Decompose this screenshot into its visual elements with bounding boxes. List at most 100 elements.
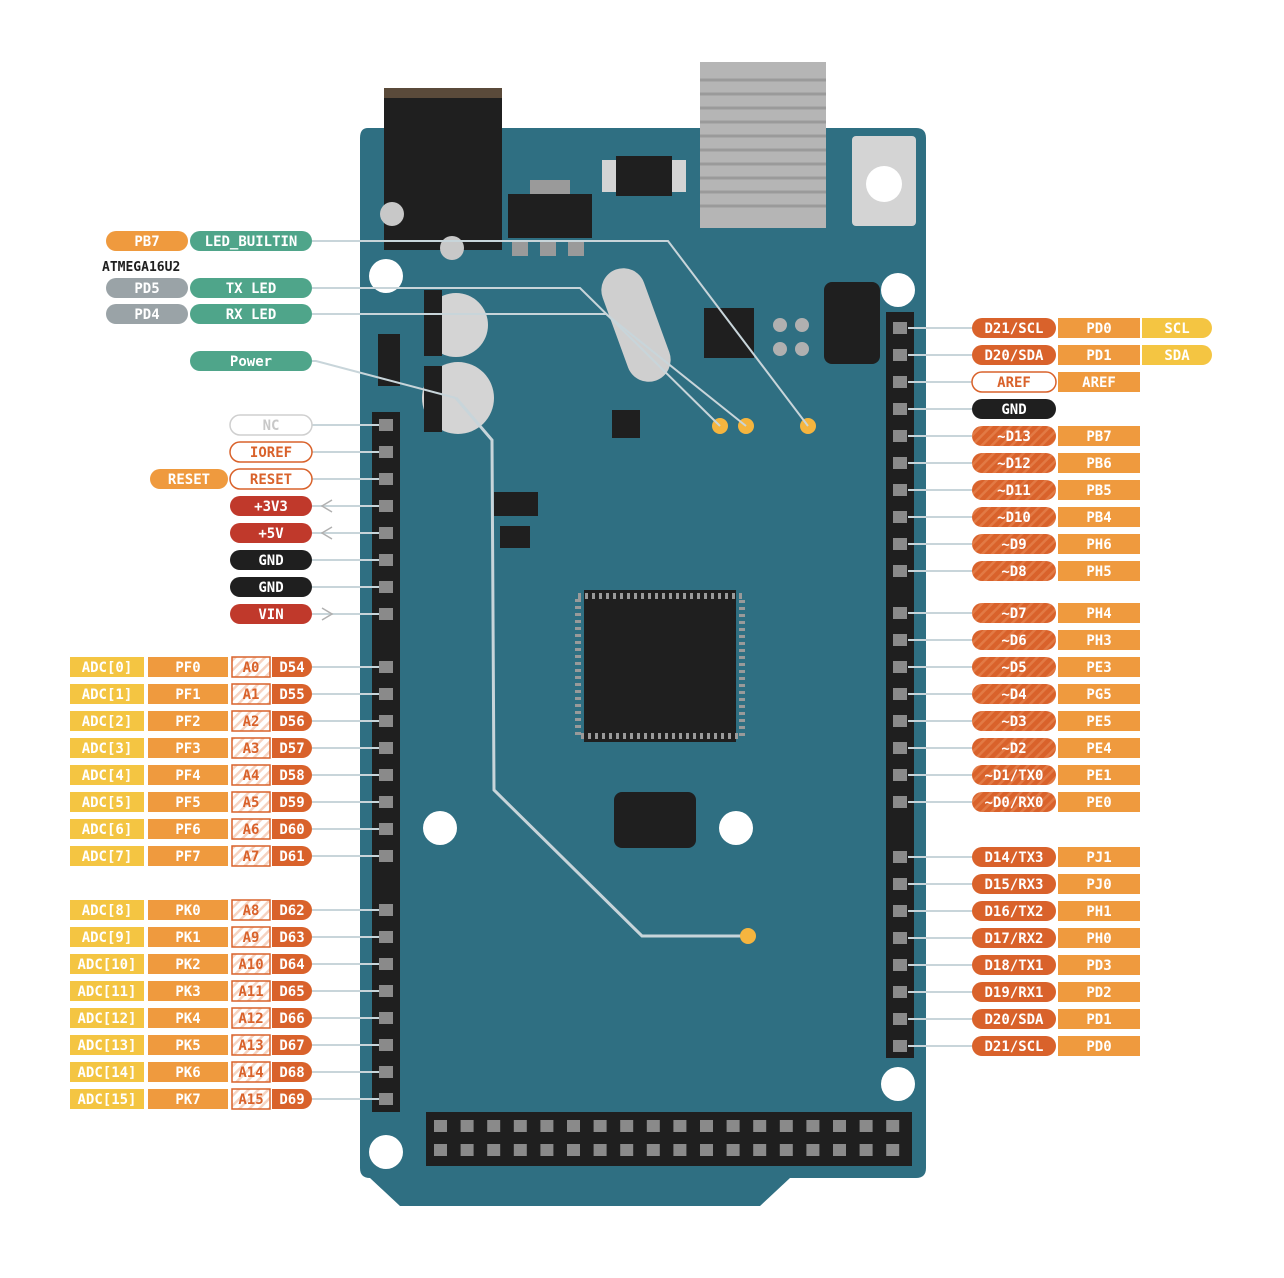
header-pin <box>673 1120 687 1132</box>
analog-pin-a10-analog: A10 <box>231 953 271 975</box>
header-pin <box>379 823 393 835</box>
right-pin-d13-port-bg <box>1058 426 1140 446</box>
analog-pin-a1-adc-text: ADC[1] <box>82 687 133 703</box>
analog-pin-a2-digital-text: D56 <box>279 714 304 730</box>
analog-pin-a12-adc: ADC[12] <box>70 1008 144 1028</box>
right-pin-d6-text: ~D6 <box>1001 633 1026 649</box>
power-trace <box>454 397 748 938</box>
header-pin <box>646 1144 660 1156</box>
analog-pin-a13-analog-text: A13 <box>238 1038 263 1054</box>
right-pin-d4-bg <box>972 684 1056 704</box>
analog-pin-a15-digital: D69 <box>272 1089 312 1109</box>
header-pin <box>460 1120 474 1132</box>
analog-pin-a15-analog-text: A15 <box>238 1092 263 1108</box>
analog-pin-a12-digital: D66 <box>272 1008 312 1028</box>
power-pin-vin-7-bg <box>230 604 312 624</box>
right-pin-d17-rx2: D17/RX2 <box>972 928 1056 948</box>
right-pin-d9: ~D9 <box>972 534 1056 554</box>
power-pin-gnd-5: GND <box>230 550 312 570</box>
header-pin <box>833 1120 846 1132</box>
right-pin-d18-tx1-port: PD3 <box>1058 955 1140 975</box>
right-pin-d6: ~D6 <box>972 630 1056 650</box>
analog-pin-a5-analog-bg <box>231 791 271 813</box>
right-pin-d15-rx3-port: PJ0 <box>1058 874 1140 894</box>
right-pin-d13: ~D13 <box>972 426 1056 446</box>
analog-pin-a3-port: PF3 <box>148 738 228 758</box>
analog-pin-a4-digital-text: D58 <box>279 768 304 784</box>
analog-pin-a1-port-bg <box>148 684 228 704</box>
right-pin-d11-text: ~D11 <box>997 483 1031 499</box>
analog-pin-a3-analog-bg <box>231 737 271 759</box>
analog-pin-a1-digital-text: D55 <box>279 687 304 703</box>
header-pin <box>379 419 393 431</box>
analog-pin-a14-digital-bg <box>272 1062 312 1082</box>
right-pin-d3-text: ~D3 <box>1001 714 1026 730</box>
power-pin-gnd-6: GND <box>230 577 312 597</box>
right-pin-d15-rx3-text: D15/RX3 <box>984 877 1043 893</box>
power-jack-pin <box>380 202 404 226</box>
header-pin <box>726 1144 740 1156</box>
right-pin-d11-port-text: PB5 <box>1086 483 1111 499</box>
right-pin-d16-tx2-port-bg <box>1058 901 1140 921</box>
regulator-leg <box>512 240 528 256</box>
analog-pin-a8-port-bg <box>148 900 228 920</box>
analog-pin-a1-port-text: PF1 <box>175 687 200 703</box>
header-pin <box>893 905 907 917</box>
analog-pin-a15-adc-bg <box>70 1089 144 1109</box>
analog-pin-a5-digital-text: D59 <box>279 795 304 811</box>
analog-pin-a15-analog-bg <box>231 1088 271 1110</box>
analog-pin-a15-port: PK7 <box>148 1089 228 1109</box>
right-pin-d10-text: ~D10 <box>997 510 1031 526</box>
atmega2560-pins <box>575 593 745 739</box>
header-pin <box>893 796 907 808</box>
analog-pin-a3-port-bg <box>148 738 228 758</box>
analog-pin-a2-analog-text: A2 <box>243 714 260 730</box>
analog-pin-a8-adc-bg <box>70 900 144 920</box>
analog-pin-a0-port-bg <box>148 657 228 677</box>
analog-pin-a2-port-bg <box>148 711 228 731</box>
header-pin <box>379 1012 393 1024</box>
right-pin-d10: ~D10 <box>972 507 1056 527</box>
header-pin <box>379 850 393 862</box>
analog-pin-a14-adc: ADC[14] <box>70 1062 144 1082</box>
right-pin-d21-scl-port-text: PD0 <box>1086 1039 1111 1055</box>
right-pin-d9-port-bg <box>1058 534 1140 554</box>
header-pin <box>893 349 907 361</box>
right-pin-aref-port-bg <box>1058 372 1140 392</box>
right-pin-d7-port-bg <box>1058 603 1140 623</box>
analog-pin-a8-digital: D62 <box>272 900 312 920</box>
analog-pin-a12-adc-bg <box>70 1008 144 1028</box>
right-pin-d12-text: ~D12 <box>997 456 1031 472</box>
analog-pin-a2-analog: A2 <box>231 710 271 732</box>
header-pin <box>593 1144 607 1156</box>
test-pad <box>795 318 809 332</box>
right-pin-d2-port-bg <box>1058 738 1140 758</box>
analog-pin-a12-adc-text: ADC[12] <box>77 1011 136 1027</box>
analog-pin-a9-digital-text: D63 <box>279 930 304 946</box>
usb-connector <box>700 62 826 228</box>
test-pad <box>773 318 787 332</box>
led-label-tx-led-bg <box>190 278 312 298</box>
right-pin-d1-tx0-port-text: PE1 <box>1086 768 1111 784</box>
right-pin-d20-sda-port-bg <box>1058 1009 1140 1029</box>
analog-pin-a13-digital-text: D67 <box>279 1038 304 1054</box>
analog-pin-a9-analog-text: A9 <box>243 930 260 946</box>
test-pad <box>773 342 787 356</box>
right-pin-d14-tx3-text: D14/TX3 <box>984 850 1043 866</box>
header-pin <box>893 742 907 754</box>
led-label-tx-led-port-text: PD5 <box>134 281 159 297</box>
analog-pin-a7-digital-bg <box>272 846 312 866</box>
header-pin <box>779 1144 793 1156</box>
right-pin-d6-bg <box>972 630 1056 650</box>
right-pin-d20-sda-text: D20/SDA <box>984 348 1044 364</box>
header-pin <box>893 932 907 944</box>
right-pin-d14-tx3-port-text: PJ1 <box>1086 850 1111 866</box>
right-pin-d9-bg <box>972 534 1056 554</box>
analog-pin-a7-analog-text: A7 <box>243 849 260 865</box>
analog-pin-a12-digital-text: D66 <box>279 1011 304 1027</box>
right-pin-d15-rx3-port-text: PJ0 <box>1086 877 1111 893</box>
analog-pin-a0-port-text: PF0 <box>175 660 200 676</box>
analog-pin-a10-digital-bg <box>272 954 312 974</box>
right-pin-d19-rx1-port: PD2 <box>1058 982 1140 1002</box>
analog-pin-a14-digital-text: D68 <box>279 1065 304 1081</box>
